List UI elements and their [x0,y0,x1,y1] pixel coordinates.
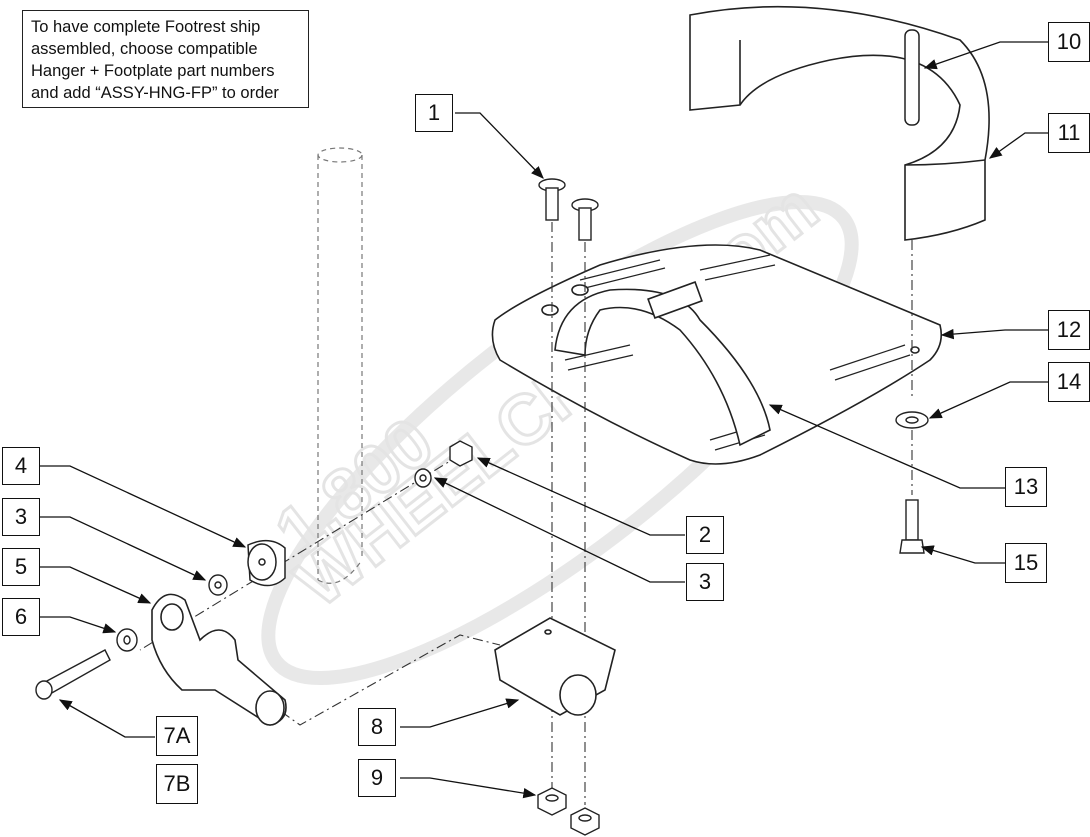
callout-7b: 7B [156,764,198,804]
nut-part-1 [537,787,567,816]
assembly-note: To have complete Footrest ship assembled… [22,10,309,108]
screw-part-2 [571,198,599,241]
callout-13: 13 [1005,467,1047,507]
callout-12: 12 [1048,310,1090,350]
spacer-part [247,539,286,587]
callout-1: 1 [415,94,453,132]
callout-5: 5 [2,548,40,586]
callout-3-right: 3 [686,563,724,601]
callout-4: 4 [2,447,40,485]
clamp-part [494,617,616,716]
washer-part-3b [208,574,228,596]
hanger-tube-phantom [317,147,363,584]
strap-part [554,281,771,447]
note-line-3: Hanger + Footplate part numbers [31,62,275,80]
callout-15: 15 [1005,543,1047,583]
washer-part-3a [414,468,432,488]
callout-8: 8 [358,708,396,746]
callout-3-left: 3 [2,498,40,536]
heel-loop-part [689,5,990,241]
callout-11: 11 [1048,113,1090,153]
washer-part-6 [116,628,138,652]
callout-2: 2 [686,516,724,554]
callout-9: 9 [358,759,396,797]
nut-part-2 [570,807,600,836]
nut-part-2-small [449,440,473,467]
hanger-bracket-part [151,593,287,726]
note-line-4: and add “ASSY-HNG-FP” to order [31,84,279,102]
washer-part-14 [895,411,929,429]
callout-10: 10 [1048,22,1090,62]
bolt-part-15 [899,499,925,554]
callout-14: 14 [1048,362,1090,402]
bolt-part-7 [35,649,111,700]
screw-part-1 [538,178,566,221]
leader-lines [40,41,1050,799]
callout-7a: 7A [156,716,198,756]
pin-part [904,29,920,126]
note-line-2: assembled, choose compatible [31,40,258,58]
note-line-1: To have complete Footrest ship [31,18,261,36]
callout-6: 6 [2,598,40,636]
